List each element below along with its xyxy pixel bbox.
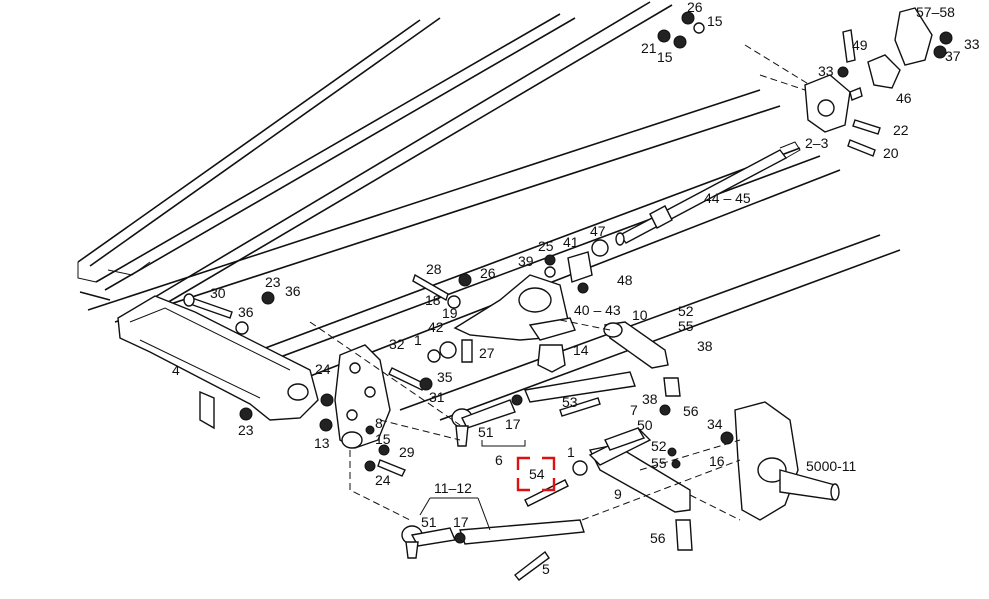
label-51: 51 xyxy=(421,514,437,530)
label-10: 10 xyxy=(632,307,648,323)
label-17: 17 xyxy=(453,514,469,530)
label-19: 19 xyxy=(442,305,458,321)
label-55: 55 xyxy=(651,455,667,471)
label-53: 53 xyxy=(562,394,578,410)
label-8: 8 xyxy=(375,415,383,431)
label-33: 33 xyxy=(818,63,834,79)
label-16: 16 xyxy=(709,453,725,469)
label-52: 52 xyxy=(678,303,694,319)
assembly-guide-lines xyxy=(309,44,811,521)
highlight-marker xyxy=(516,456,556,492)
label-46: 46 xyxy=(896,90,912,106)
upper-right-bracket[interactable] xyxy=(804,7,933,133)
label-33: 33 xyxy=(964,36,980,52)
fasteners xyxy=(183,11,953,581)
label-28: 28 xyxy=(426,261,442,277)
part-labels: 26 15 21 15 57–58 33 37 49 33 46 22 2–3 … xyxy=(172,0,980,577)
label-18: 18 xyxy=(425,292,441,308)
label-5: 5 xyxy=(542,561,550,577)
label-24: 24 xyxy=(375,472,391,488)
label-55: 55 xyxy=(678,318,694,334)
label-brackets xyxy=(419,440,526,531)
label-20: 20 xyxy=(883,145,899,161)
label-1: 1 xyxy=(414,332,422,348)
label-5000-11: 5000-11 xyxy=(806,458,857,474)
label-37: 37 xyxy=(945,48,961,64)
label-26: 26 xyxy=(687,0,703,15)
steering-bracket[interactable] xyxy=(334,344,391,449)
label-25: 25 xyxy=(538,238,554,254)
label-49: 49 xyxy=(852,37,868,53)
steering-shaft[interactable] xyxy=(615,141,801,246)
label-21: 21 xyxy=(641,40,657,56)
label-39: 39 xyxy=(518,253,534,269)
steering-knuckle[interactable] xyxy=(734,401,840,521)
label-52: 52 xyxy=(651,438,667,454)
label-11-12: 11–12 xyxy=(434,480,472,496)
label-4: 4 xyxy=(172,362,180,378)
label-2-3: 2–3 xyxy=(805,135,829,151)
label-15: 15 xyxy=(707,13,723,29)
label-36: 36 xyxy=(285,283,301,299)
label-13: 13 xyxy=(314,435,330,451)
lower-control-arm[interactable] xyxy=(588,429,691,513)
pitman-arm[interactable] xyxy=(603,321,669,369)
label-50: 50 xyxy=(637,417,653,433)
label-40-43: 40 – 43 xyxy=(574,302,621,318)
label-29: 29 xyxy=(399,444,415,460)
label-41: 41 xyxy=(563,234,579,250)
label-6: 6 xyxy=(495,452,503,468)
label-15: 15 xyxy=(657,49,673,65)
label-42: 42 xyxy=(428,319,444,335)
label-56: 56 xyxy=(650,530,666,546)
tie-rod-upper[interactable] xyxy=(451,371,636,447)
label-9: 9 xyxy=(614,486,622,502)
label-17: 17 xyxy=(505,416,521,432)
label-47: 47 xyxy=(590,223,606,239)
label-34: 34 xyxy=(707,416,723,432)
label-36: 36 xyxy=(238,304,254,320)
idler-bracket[interactable] xyxy=(453,274,576,341)
label-30: 30 xyxy=(210,285,226,301)
label-15: 15 xyxy=(375,431,391,447)
label-57-58: 57–58 xyxy=(916,4,955,20)
axle-crossmember[interactable] xyxy=(117,295,319,430)
label-31: 31 xyxy=(429,389,445,405)
label-7: 7 xyxy=(630,402,638,418)
label-1: 1 xyxy=(567,444,575,460)
label-23: 23 xyxy=(265,274,281,290)
label-24: 24 xyxy=(315,361,331,377)
label-23: 23 xyxy=(238,422,254,438)
label-32: 32 xyxy=(389,336,405,352)
label-48: 48 xyxy=(617,272,633,288)
label-14: 14 xyxy=(573,342,589,358)
label-38: 38 xyxy=(697,338,713,354)
label-38: 38 xyxy=(642,391,658,407)
tie-rod-lower[interactable] xyxy=(401,519,585,559)
label-26: 26 xyxy=(480,265,496,281)
label-35: 35 xyxy=(437,369,453,385)
label-22: 22 xyxy=(893,122,909,138)
label-56: 56 xyxy=(683,403,699,419)
label-54: 54 xyxy=(529,466,545,482)
label-27: 27 xyxy=(479,345,495,361)
label-51: 51 xyxy=(478,424,494,440)
label-44-45: 44 – 45 xyxy=(704,190,751,206)
